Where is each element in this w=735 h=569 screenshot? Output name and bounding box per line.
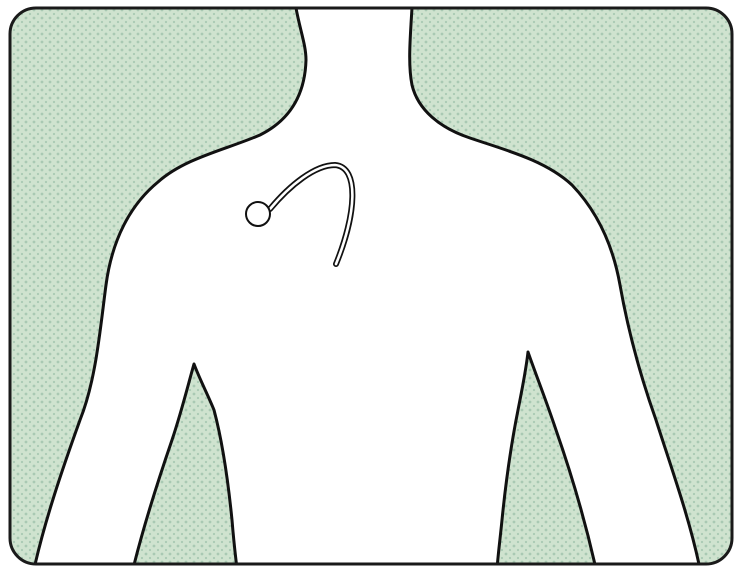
port-reservoir	[246, 202, 270, 226]
